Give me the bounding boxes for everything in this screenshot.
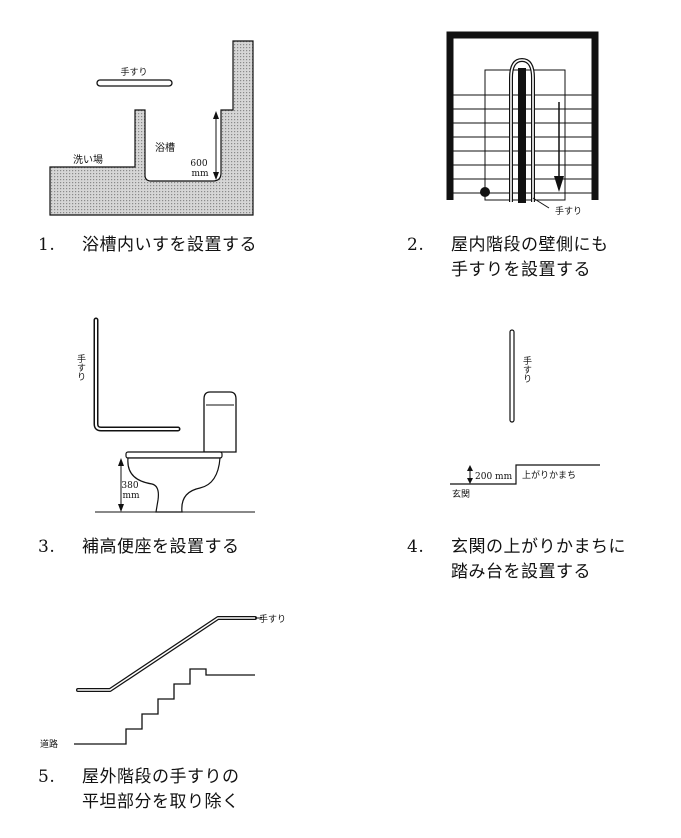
handrail-label: 手すり	[259, 613, 286, 625]
step-profile	[450, 464, 600, 485]
depth-arrow-top	[213, 111, 219, 119]
figure-5-caption-line-2: 平坦部分を取り除く	[82, 792, 240, 812]
figure-4-number: 4.	[407, 537, 425, 557]
washing-area-label: 洗い場	[73, 153, 103, 166]
figure-3-caption-line-1: 補高便座を設置する	[82, 537, 240, 557]
figure-1-number: 1.	[38, 235, 56, 255]
handrail-leader-line	[532, 197, 550, 209]
handrail-label: 手すり	[120, 66, 147, 78]
bathtub-label: 浴槽	[155, 141, 175, 154]
entrance-step-drawing: 手すり 200 mm 上がりかまち 玄関	[450, 329, 600, 500]
wall-and-floor	[49, 40, 254, 216]
figure-2-number: 2.	[407, 235, 425, 255]
depth-value-label: 600	[190, 159, 207, 169]
stair-profile	[74, 668, 255, 745]
sloped-handrail	[76, 616, 257, 692]
figure-2-caption-line-2: 手すりを設置する	[451, 260, 591, 280]
toilet-drawing: 手すり 380 mm	[75, 317, 255, 513]
figure-2-indoor-stairs-diagram: 手すり	[445, 30, 610, 225]
handrail-label: 手すり	[75, 353, 86, 381]
figure-1-caption-line-1: 浴槽内いすを設置する	[82, 235, 257, 255]
figure-5-outdoor-stairs-diagram: 手すり 道路	[40, 602, 286, 757]
toilet-tank	[203, 391, 237, 453]
depth-unit-label: mm	[191, 169, 209, 179]
road-label: 道路	[40, 738, 58, 750]
depth-arrow-bottom	[213, 172, 219, 180]
indoor-stairs-drawing: 手すり	[446, 31, 599, 217]
direction-arrow-head	[554, 176, 564, 192]
figure-4-caption-line-2: 踏み台を設置する	[451, 562, 591, 582]
start-dot	[480, 187, 490, 197]
figure-4-entrance-step-diagram: 手すり 200 mm 上がりかまち 玄関	[450, 322, 620, 512]
stairwell-walls	[446, 31, 599, 200]
figure-2-caption-line-1: 屋内階段の壁側にも	[451, 235, 609, 255]
figure-1-bathtub-diagram: 手すり 洗い場 浴槽 600 mm	[45, 35, 260, 220]
l-handrail	[93, 317, 181, 432]
figure-4-caption-line-1: 玄関の上がりかまちに	[451, 537, 626, 557]
handrail-label: 手すり	[521, 355, 532, 383]
toilet-bowl	[127, 457, 221, 513]
figure-3-toilet-diagram: 手すり 380 mm	[60, 312, 270, 522]
height-value-label: 380	[121, 481, 138, 491]
step-height-label: 200 mm	[475, 472, 513, 482]
vertical-handrail	[509, 329, 515, 423]
raised-seat	[125, 451, 223, 459]
figure-5-caption-line-1: 屋外階段の手すりの	[82, 767, 240, 787]
handrail-bar	[96, 79, 173, 87]
center-wall	[518, 68, 526, 203]
figure-3-number: 3.	[38, 537, 56, 557]
figure-5-number: 5.	[38, 767, 56, 787]
outdoor-stairs-drawing: 手すり 道路	[40, 613, 286, 750]
raised-step-label: 上がりかまち	[522, 469, 576, 481]
handrail-label: 手すり	[555, 205, 582, 217]
entrance-label: 玄関	[452, 488, 470, 500]
bathtub-drawing: 手すり 洗い場 浴槽 600 mm	[49, 40, 254, 216]
height-unit-label: mm	[122, 491, 140, 501]
